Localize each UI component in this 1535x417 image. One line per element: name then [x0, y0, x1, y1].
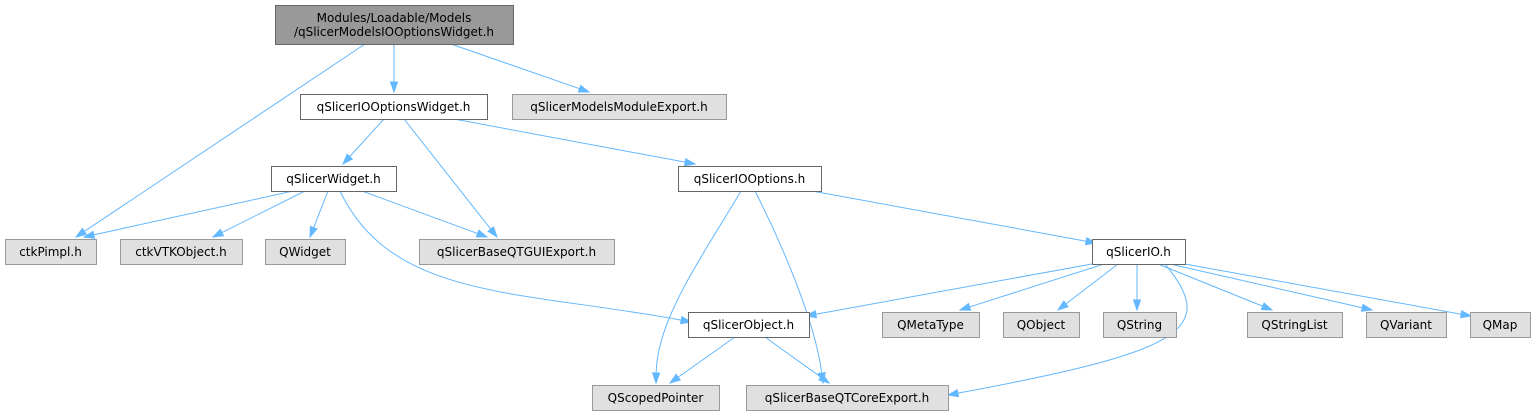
- node-ioopts[interactable]: qSlicerIOOptions.h: [678, 166, 822, 192]
- node-label: qSlicerIO.h: [1106, 245, 1171, 259]
- node-label: Modules/Loadable/Models: [317, 11, 472, 25]
- node-label: ctkPimpl.h: [19, 245, 82, 259]
- node-qobject: QObject: [1003, 312, 1080, 338]
- node-qvariant: QVariant: [1366, 312, 1447, 338]
- node-io[interactable]: qSlicerIO.h: [1092, 239, 1186, 265]
- node-label: QString: [1117, 318, 1162, 332]
- node-label: QScopedPointer: [608, 391, 704, 405]
- node-qstringlist: QStringList: [1247, 312, 1343, 338]
- node-qscoped: QScopedPointer: [592, 385, 720, 411]
- node-object[interactable]: qSlicerObject.h: [688, 312, 810, 338]
- node-qmap: QMap: [1470, 312, 1531, 338]
- edge-root-to-models_export: [450, 43, 591, 93]
- node-models-export: qSlicerModelsModuleExport.h: [512, 94, 727, 120]
- node-widget[interactable]: qSlicerWidget.h: [271, 166, 397, 192]
- edge-ioopts-to-core_export: [754, 190, 826, 385]
- node-label: qSlicerIOOptions.h: [694, 172, 806, 186]
- node-label: QVariant: [1380, 318, 1432, 332]
- edge-io-to-qvariant: [1169, 263, 1374, 312]
- node-root[interactable]: Modules/Loadable/Models/qSlicerModelsIOO…: [275, 5, 514, 45]
- node-label: ctkVTKObject.h: [135, 245, 227, 259]
- edge-ioopts-to-io: [811, 190, 1098, 246]
- node-label: QWidget: [279, 245, 331, 259]
- edge-io-to-qobject: [1056, 263, 1119, 311]
- edge-io-to-qstring: [1132, 264, 1142, 312]
- node-label: qSlicerBaseQTGUIExport.h: [437, 245, 596, 259]
- node-qstring: QString: [1103, 312, 1177, 338]
- edge-widget-to-gui_export: [361, 190, 489, 238]
- edge-root-to-ioopts_widget: [389, 44, 399, 94]
- node-label: qSlicerModelsModuleExport.h: [530, 100, 707, 114]
- edge-io-to-qmap: [1184, 263, 1473, 319]
- edges-layer: [74, 43, 1473, 398]
- node-label: /qSlicerModelsIOOptionsWidget.h: [294, 25, 494, 39]
- edge-io-to-qmetatype: [958, 263, 1105, 311]
- edge-root-to-ctkpimpl: [74, 43, 366, 238]
- edge-io-to-qstringlist: [1157, 263, 1274, 311]
- node-label: qSlicerObject.h: [703, 318, 794, 332]
- edge-object-to-core_export: [764, 336, 831, 384]
- edge-ioopts_widget-to-ioopts: [453, 118, 697, 167]
- node-qmetatype: QMetaType: [882, 312, 980, 338]
- edge-ioopts-to-qscoped: [651, 190, 742, 385]
- node-gui-export: qSlicerBaseQTGUIExport.h: [419, 239, 615, 265]
- nodes-layer: Modules/Loadable/Models/qSlicerModelsIOO…: [5, 5, 1531, 411]
- edge-ioopts_widget-to-widget: [341, 118, 385, 166]
- node-label: QStringList: [1261, 318, 1328, 332]
- edge-object-to-qscoped: [668, 336, 736, 384]
- edge-ioopts_widget-to-gui_export: [403, 118, 498, 239]
- node-label: qSlicerWidget.h: [286, 172, 381, 186]
- edge-widget-to-ctkvtk: [211, 190, 306, 238]
- node-label: qSlicerBaseQTCoreExport.h: [765, 391, 930, 405]
- node-ctkvtk: ctkVTKObject.h: [120, 239, 243, 265]
- node-ctkpimpl: ctkPimpl.h: [5, 239, 97, 265]
- edge-widget-to-ctkpimpl: [82, 190, 294, 239]
- edge-io-to-object: [804, 263, 1093, 319]
- edge-widget-to-qwidget: [309, 190, 329, 239]
- node-label: QMap: [1483, 318, 1518, 332]
- node-label: qSlicerIOOptionsWidget.h: [317, 100, 471, 114]
- node-qwidget: QWidget: [265, 239, 346, 265]
- node-core-export: qSlicerBaseQTCoreExport.h: [746, 385, 949, 411]
- node-label: QMetaType: [897, 318, 964, 332]
- node-label: QObject: [1017, 318, 1066, 332]
- node-ioopts-widget[interactable]: qSlicerIOOptionsWidget.h: [300, 94, 488, 120]
